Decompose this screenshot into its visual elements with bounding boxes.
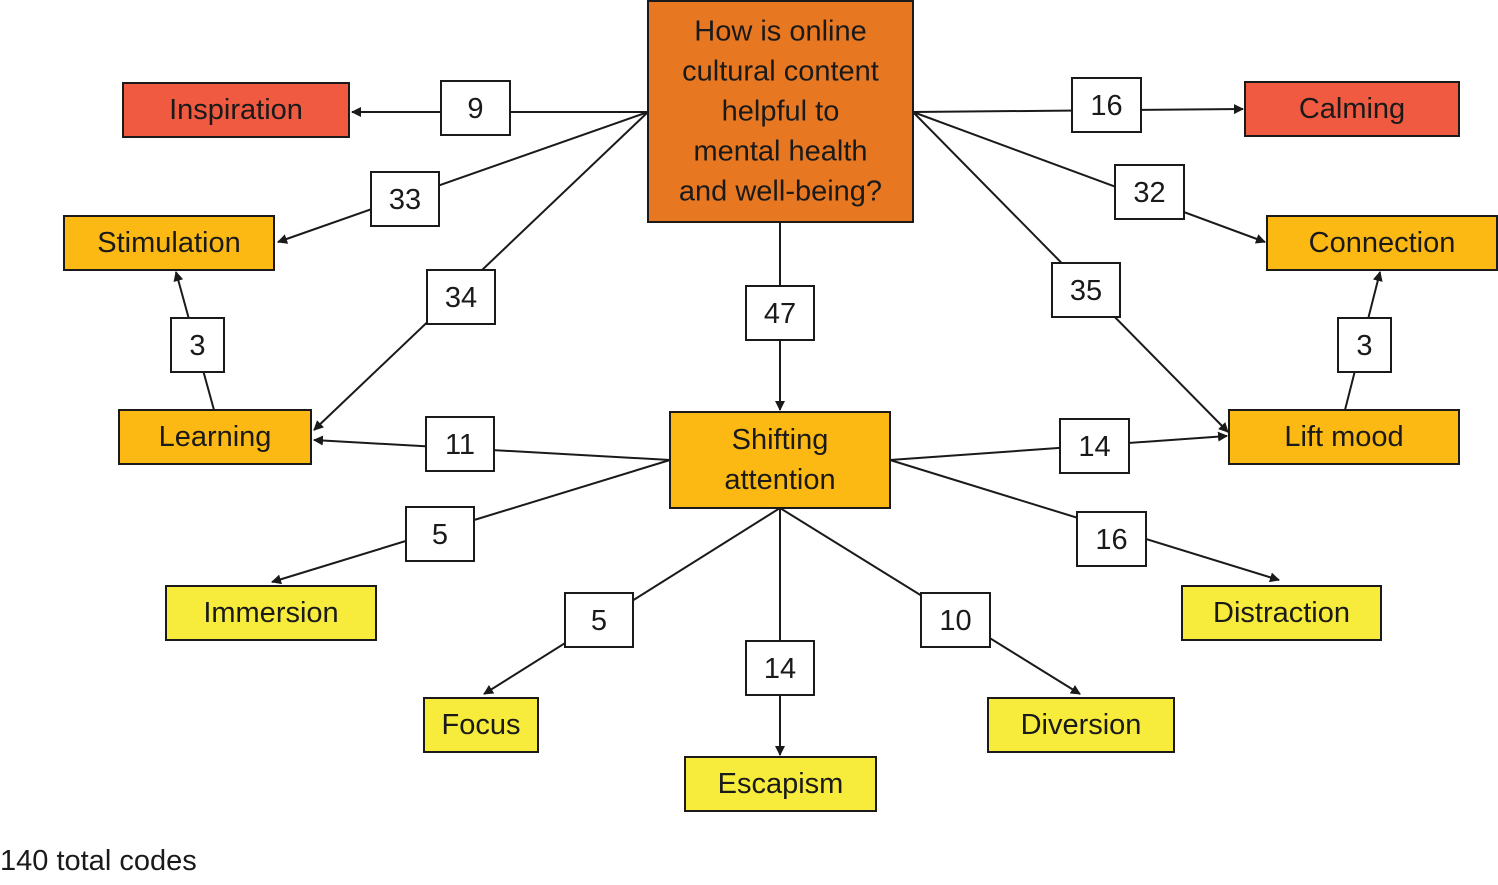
node-connection [1266, 215, 1498, 271]
node-label-stimulation-line-0: Stimulation [97, 227, 240, 259]
node-distraction [1181, 585, 1382, 641]
arrow-root-to-connection [912, 111, 1266, 244]
node-label-learning-line-0: Learning [159, 421, 272, 453]
node-stimulation [63, 215, 275, 271]
node-label-immersion-line-0: Immersion [203, 597, 338, 629]
count-box-shifting-to-escapism [745, 640, 815, 696]
count-box-root-to-connection [1114, 164, 1185, 220]
count-box-shifting-to-focus [564, 592, 634, 648]
arrow-root-to-stimulation [277, 111, 649, 244]
node-label-root-line-4: and well-being? [679, 176, 882, 208]
node-label-inspiration-line-0: Inspiration [169, 94, 303, 126]
count-box-shifting-to-distraction [1076, 511, 1147, 567]
node-label-diversion-line-0: Diversion [1021, 709, 1142, 741]
count-box-shifting-to-diversion [920, 592, 991, 648]
node-focus [423, 697, 539, 753]
count-box-root-to-shifting [745, 285, 815, 341]
node-calming [1244, 81, 1460, 137]
count-label-root-to-inspiration: 9 [467, 93, 483, 125]
count-box-root-to-learning [426, 269, 496, 325]
node-label-root-line-0: How is online [694, 16, 866, 48]
arrow-shifting-to-liftmood [889, 431, 1228, 461]
count-box-shifting-to-liftmood [1059, 418, 1130, 474]
count-box-shifting-to-learning [425, 416, 495, 472]
count-label-liftmood-to-connection: 3 [1356, 330, 1372, 362]
theme-diagram: How is online cultural content helpful to m… [63, 0, 1498, 812]
count-box-root-to-stimulation [370, 171, 440, 227]
total-codes-caption: 140 total codes [0, 845, 197, 877]
node-immersion [165, 585, 377, 641]
node-label-shifting-line-1: attention [724, 464, 835, 496]
count-label-root-to-calming: 16 [1090, 90, 1122, 122]
count-box-root-to-calming [1071, 77, 1142, 133]
node-escapism [684, 756, 877, 812]
count-label-root-to-shifting: 47 [764, 298, 796, 330]
count-label-root-to-connection: 32 [1133, 177, 1165, 209]
node-label-liftmood-line-0: Lift mood [1284, 421, 1403, 453]
count-label-learning-to-stimulation: 3 [189, 330, 205, 362]
node-label-root-line-3: mental health [693, 136, 867, 168]
node-label-root-line-2: helpful to [722, 96, 840, 128]
node-label-distraction-line-0: Distraction [1213, 597, 1350, 629]
node-learning [118, 409, 312, 465]
node-label-escapism-line-0: Escapism [718, 768, 844, 800]
count-box-learning-to-stimulation [170, 317, 225, 373]
count-label-root-to-learning: 34 [445, 282, 477, 314]
count-label-shifting-to-focus: 5 [591, 605, 607, 637]
count-label-shifting-to-learning: 11 [445, 429, 475, 461]
count-box-liftmood-to-connection [1337, 317, 1392, 373]
node-root [647, 0, 914, 223]
node-label-calming-line-0: Calming [1299, 93, 1405, 125]
count-label-root-to-stimulation: 33 [389, 184, 421, 216]
node-label-root-line-1: cultural content [682, 56, 879, 88]
node-label-shifting-line-0: Shifting [732, 424, 829, 456]
count-box-shifting-to-immersion [405, 506, 475, 562]
count-label-shifting-to-distraction: 16 [1095, 524, 1127, 556]
node-diversion [987, 697, 1175, 753]
count-label-shifting-to-immersion: 5 [432, 519, 448, 551]
count-box-root-to-liftmood [1051, 262, 1121, 318]
count-label-shifting-to-diversion: 10 [939, 605, 971, 637]
count-label-shifting-to-liftmood: 14 [1078, 431, 1110, 463]
node-inspiration [122, 82, 350, 138]
node-label-focus-line-0: Focus [442, 709, 521, 741]
node-label-connection-line-0: Connection [1309, 227, 1456, 259]
node-shifting [669, 411, 891, 509]
count-label-root-to-liftmood: 35 [1070, 275, 1102, 307]
count-label-shifting-to-escapism: 14 [764, 653, 796, 685]
count-box-root-to-inspiration [440, 80, 511, 136]
node-liftmood [1228, 409, 1460, 465]
